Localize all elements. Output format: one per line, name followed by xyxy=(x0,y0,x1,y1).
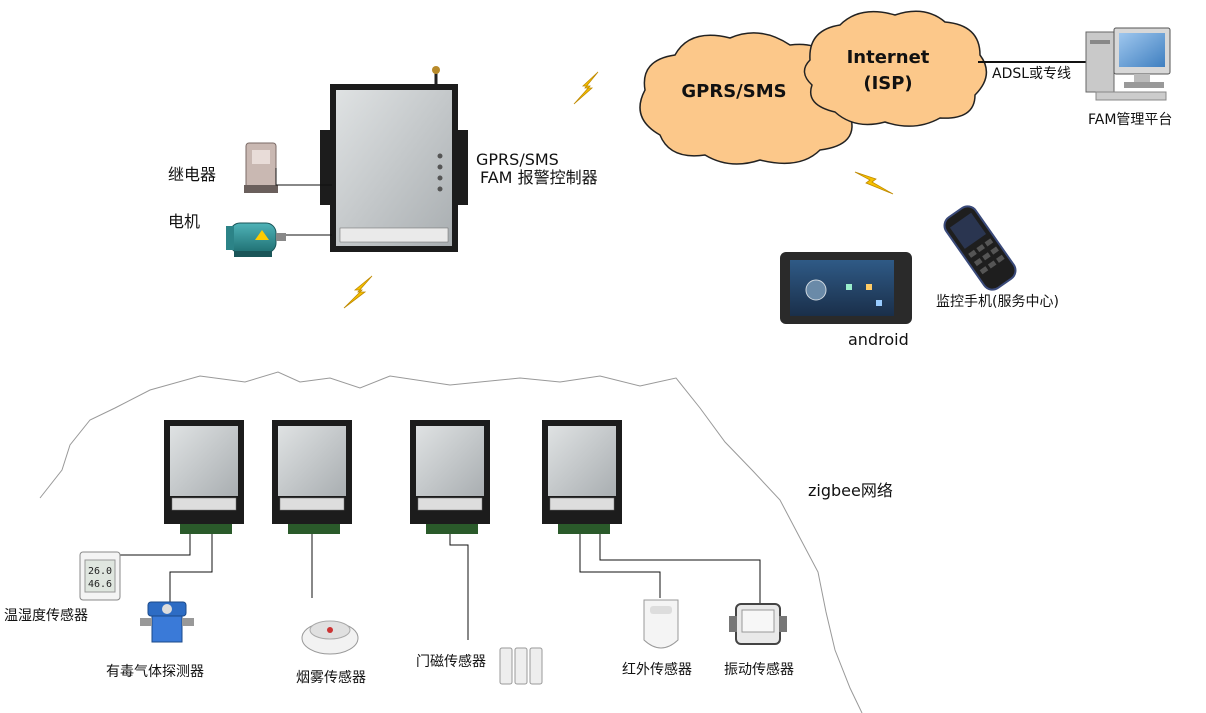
smoke-sensor-icon xyxy=(301,620,359,655)
zigbee-node-3 xyxy=(410,420,490,534)
door-magnetic-sensor-icon xyxy=(499,647,543,685)
toxic-gas-detector-label: 有毒气体探测器 xyxy=(106,664,204,680)
motor-icon xyxy=(226,222,286,257)
motor-label: 电机 xyxy=(168,212,201,231)
zigbee-node-2 xyxy=(272,420,352,534)
internet-cloud-label-line1: Internet xyxy=(846,47,930,68)
fam-alarm-controller-device xyxy=(320,66,468,252)
relay-icon xyxy=(244,142,278,193)
toxic-gas-detector-icon xyxy=(140,601,194,643)
controller-label-line2: FAM 报警控制器 xyxy=(480,168,598,187)
infrared-sensor-icon xyxy=(643,599,679,649)
temperature-humidity-sensor-icon xyxy=(79,551,121,601)
lightning-icon xyxy=(343,275,373,309)
vibration-sensor-icon xyxy=(729,603,787,645)
thermo-display-bottom: 46.6 xyxy=(88,579,112,590)
thermo-display-top: 26.0 xyxy=(88,566,112,577)
gprs-sms-cloud-label: GPRS/SMS xyxy=(681,81,787,102)
android-tablet-icon xyxy=(780,252,912,324)
lightning-icon xyxy=(573,71,599,105)
lightning-icon xyxy=(854,171,894,195)
vibration-sensor-label: 振动传感器 xyxy=(724,662,794,678)
controller-label-line1: GPRS/SMS xyxy=(476,150,559,169)
door-magnetic-sensor-label: 门磁传感器 xyxy=(416,654,486,670)
smoke-sensor-label: 烟雾传感器 xyxy=(296,670,366,686)
relay-label: 继电器 xyxy=(168,165,217,184)
infrared-sensor-label: 红外传感器 xyxy=(622,662,692,678)
fam-platform-computer-icon xyxy=(1085,27,1171,101)
zigbee-network-boundary xyxy=(39,371,863,713)
adsl-label: ADSL或专线 xyxy=(992,66,1072,82)
zigbee-network-label: zigbee网络 xyxy=(808,481,893,500)
android-label: android xyxy=(848,330,909,349)
internet-isp-cloud xyxy=(803,10,988,127)
temp-humidity-sensor-label: 温湿度传感器 xyxy=(4,608,88,624)
phone-label: 监控手机(服务中心) xyxy=(936,294,1059,310)
zigbee-node-1 xyxy=(164,420,244,534)
internet-cloud-label-line2: (ISP) xyxy=(863,73,913,94)
mobile-phone-icon xyxy=(943,205,1017,291)
fam-platform-label: FAM管理平台 xyxy=(1088,112,1173,128)
zigbee-node-4 xyxy=(542,420,622,534)
